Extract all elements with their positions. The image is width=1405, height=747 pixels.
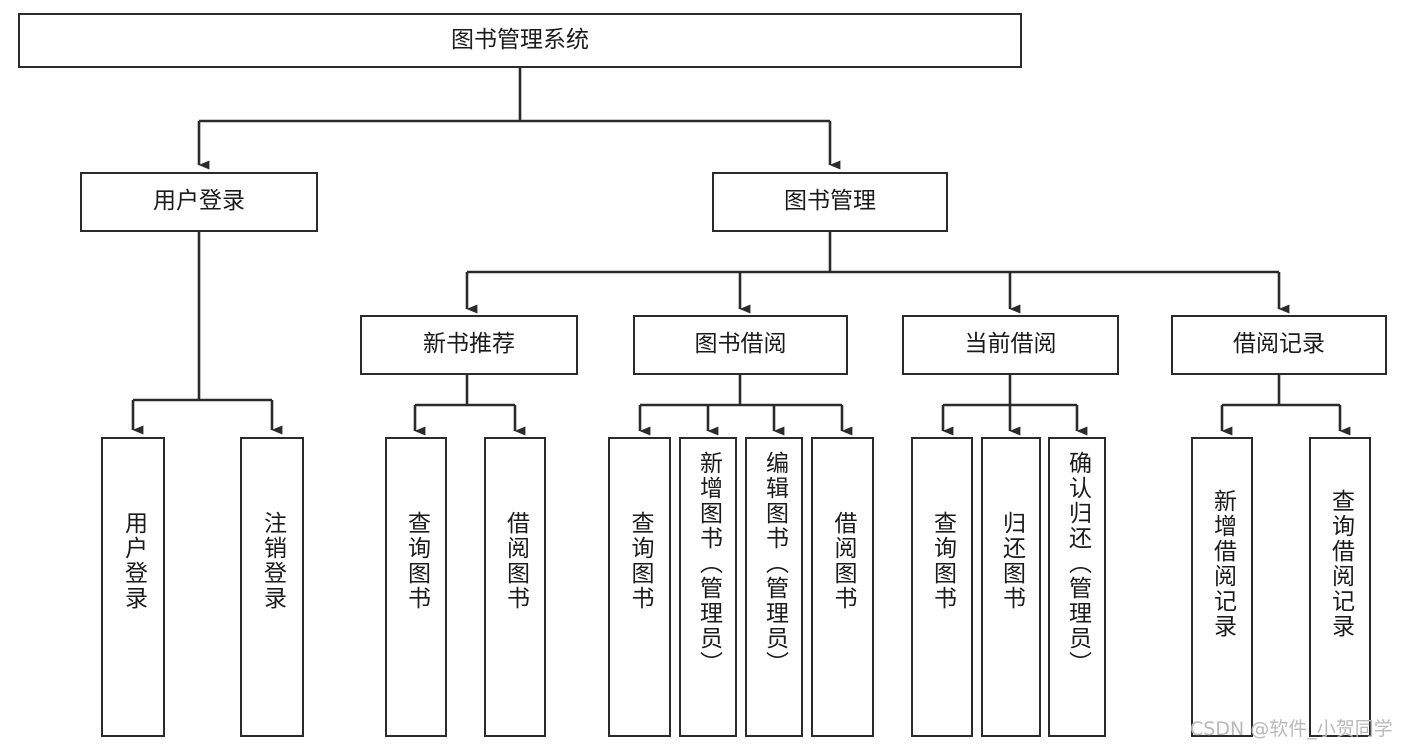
leaf-record-query-record[interactable]: 查询借阅记录	[1309, 437, 1371, 737]
node-label: 查询图书	[627, 511, 653, 611]
leaf-borrow-edit-book-admin[interactable]: 编辑图书（管理员）	[745, 437, 803, 737]
node-label: 确认归还（管理员）	[1064, 451, 1091, 676]
node-label: 查询借阅记录	[1327, 489, 1354, 639]
leaf-current-confirm-return-admin[interactable]: 确认归还（管理员）	[1048, 437, 1106, 737]
leaf-current-return-book[interactable]: 归还图书	[981, 437, 1041, 737]
node-label: 用户登录	[153, 188, 245, 215]
node-label: 编辑图书（管理员）	[761, 451, 788, 676]
node-current-borrow[interactable]: 当前借阅	[902, 315, 1119, 375]
node-user-login[interactable]: 用户登录	[80, 172, 318, 232]
leaf-user-login-login[interactable]: 用户登录	[101, 437, 165, 737]
node-label: 借阅记录	[1233, 331, 1325, 358]
node-label: 新增图书（管理员）	[695, 451, 722, 676]
node-new-book-recommend[interactable]: 新书推荐	[360, 315, 578, 375]
leaf-user-login-logout[interactable]: 注销登录	[240, 437, 304, 737]
node-book-management[interactable]: 图书管理	[712, 172, 948, 232]
node-borrow-record[interactable]: 借阅记录	[1171, 315, 1387, 375]
node-label: 查询图书	[403, 511, 430, 611]
node-label: 注销登录	[259, 511, 286, 611]
leaf-recommend-query-book[interactable]: 查询图书	[385, 437, 447, 737]
leaf-recommend-borrow-book[interactable]: 借阅图书	[484, 437, 546, 737]
leaf-borrow-query-book[interactable]: 查询图书	[608, 437, 671, 737]
node-label: 新增借阅记录	[1209, 489, 1236, 639]
leaf-borrow-add-book-admin[interactable]: 新增图书（管理员）	[679, 437, 737, 737]
node-label: 新书推荐	[423, 331, 515, 358]
node-label: 图书管理	[784, 188, 876, 215]
node-label: 用户登录	[120, 511, 147, 611]
leaf-borrow-borrow-book[interactable]: 借阅图书	[811, 437, 874, 737]
node-book-borrow[interactable]: 图书借阅	[633, 315, 848, 375]
node-label: 查询图书	[929, 511, 956, 611]
node-root-system[interactable]: 图书管理系统	[18, 13, 1022, 68]
leaf-current-query-book[interactable]: 查询图书	[911, 437, 973, 737]
node-label: 借阅图书	[830, 511, 856, 611]
node-label: 归还图书	[998, 511, 1025, 611]
node-label: 图书借阅	[694, 331, 787, 358]
leaf-record-add-record[interactable]: 新增借阅记录	[1191, 437, 1253, 737]
node-label: 当前借阅	[964, 331, 1057, 358]
node-label: 借阅图书	[502, 511, 529, 611]
node-label: 图书管理系统	[451, 26, 589, 53]
csdn-watermark: CSDN @软件_小贺同学	[1190, 718, 1393, 740]
